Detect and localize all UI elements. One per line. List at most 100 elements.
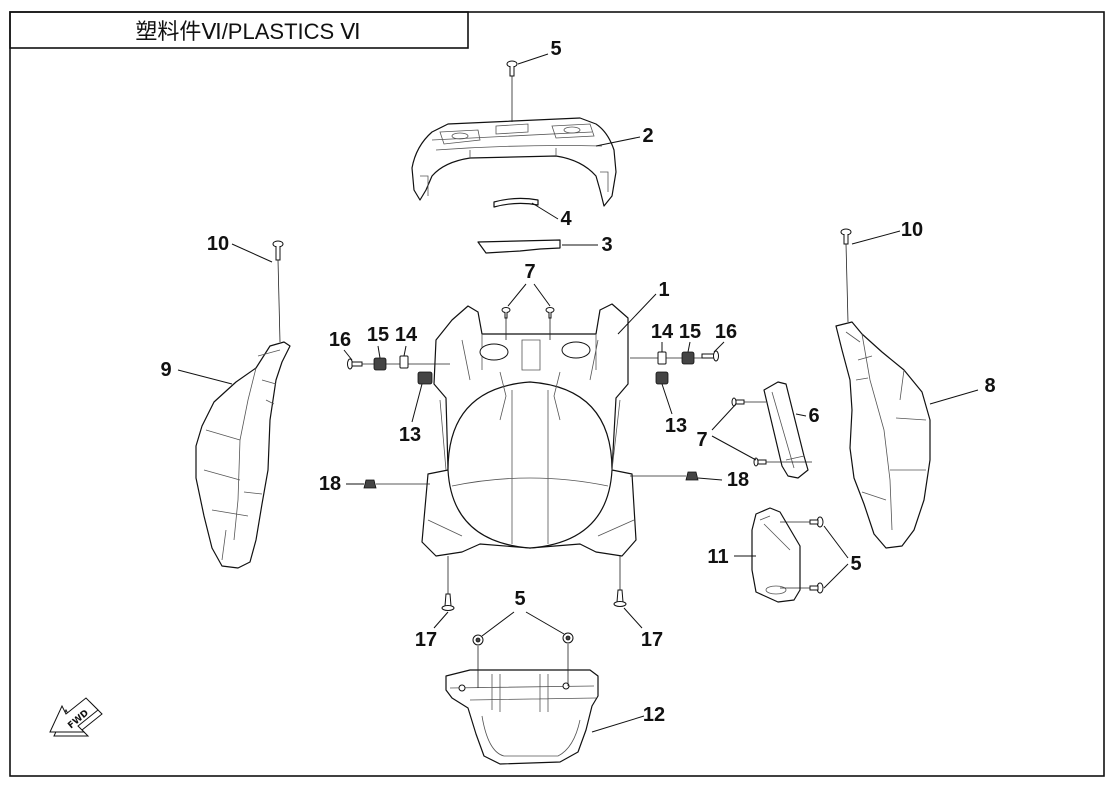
leader-line (591, 715, 645, 733)
callout-5-bottom: 5 (514, 588, 525, 610)
collar-14-right (657, 351, 667, 365)
forward-arrow-front-face (49, 697, 99, 733)
rivet-17-left-body (444, 593, 452, 607)
leader-line (617, 293, 657, 335)
callout-2: 2 (642, 125, 653, 147)
part-11-detail-lines (759, 515, 791, 551)
page-title: 塑料件Ⅵ/PLASTICS Ⅵ (135, 19, 360, 44)
callout-17-left: 17 (415, 629, 437, 651)
part-3-drawing (477, 239, 561, 254)
leader-line (661, 383, 673, 415)
bushing-15-left (373, 357, 387, 371)
callout-1: 1 (658, 279, 669, 301)
leader-line (697, 477, 723, 481)
screw-5-right-upper-shank (809, 519, 819, 525)
leader-line (343, 349, 353, 361)
part-12-detail-lines (449, 674, 597, 757)
leader-line (851, 230, 901, 245)
leader-line (823, 525, 849, 559)
grommet-13-right (655, 371, 669, 385)
callout-3: 3 (601, 234, 612, 256)
part-9-drawing (195, 341, 291, 569)
part-2-drawing (411, 117, 617, 207)
leader-line (795, 413, 807, 417)
callout-4: 4 (560, 208, 572, 230)
mounting-axis-lines (277, 76, 849, 688)
part-11-slot (765, 585, 787, 595)
leader-line (525, 611, 565, 635)
leader-line (517, 53, 549, 65)
callout-15-left: 15 (367, 324, 389, 346)
leader-line (507, 283, 527, 307)
bolt-16-right-shank (701, 353, 715, 359)
part-12-hole-left (458, 684, 466, 692)
leader-line (177, 369, 233, 385)
callout-10-left: 10 (207, 233, 229, 255)
callout-9: 9 (160, 359, 171, 381)
callout-8: 8 (984, 375, 995, 397)
bushing-15-right (681, 351, 695, 365)
leader-line (377, 345, 381, 359)
screw-5-right-lower-shank (809, 585, 819, 591)
part-2-recess-right (563, 126, 581, 134)
part-8-drawing (835, 321, 931, 549)
bolt-16-right-head (713, 350, 719, 362)
drawing-border (9, 11, 1105, 777)
part-2-recess-left (451, 132, 469, 140)
part-11-drawing (751, 507, 801, 603)
part-8-detail-lines (845, 331, 927, 531)
callout-6: 6 (808, 405, 819, 427)
screw-7-center-right-shank (548, 312, 552, 319)
part-12-hole-right (562, 682, 570, 690)
leader-line (433, 611, 449, 629)
callout-13-right: 13 (665, 415, 687, 437)
callout-14-left: 14 (395, 324, 418, 346)
callout-13-left: 13 (399, 424, 421, 446)
leader-line (531, 202, 559, 220)
callout-11: 11 (707, 546, 728, 568)
leader-line (823, 563, 849, 589)
part-2-detail-lines (420, 123, 609, 196)
part-6-drawing (763, 381, 809, 479)
screw-7-center-left-shank (504, 312, 508, 319)
leader-line (711, 435, 757, 461)
part-1-socket-right (561, 341, 591, 359)
screw-7-right-lower-shank (757, 459, 767, 465)
screw-7-right-upper-shank (735, 399, 745, 405)
leader-line (231, 243, 273, 263)
clip-18-left (363, 479, 377, 489)
forward-arrow-icon: FWD (49, 697, 103, 737)
callout-10-right: 10 (901, 219, 923, 241)
bolt-16-left-shank (351, 361, 363, 367)
leader-line (595, 136, 641, 147)
leader-line (481, 611, 515, 637)
rivet-17-left-head (441, 605, 455, 611)
callout-16-left: 16 (329, 329, 351, 351)
screw-7-center-right-head (545, 307, 555, 313)
callout-7-right: 7 (696, 429, 707, 451)
part-4-drawing (493, 197, 539, 208)
grommet-13-left (417, 371, 433, 385)
callout-16-right: 16 (715, 321, 737, 343)
collar-14-left (399, 355, 409, 369)
leader-line (713, 341, 725, 353)
leader-line (533, 283, 551, 307)
leader-line (687, 341, 691, 353)
screw-7-center-left-head (501, 307, 511, 313)
callout-7-center: 7 (524, 261, 535, 283)
leader-line (411, 383, 423, 423)
part-1-barrel (447, 381, 613, 549)
leader-line (929, 389, 979, 405)
callout-5-top: 5 (550, 38, 561, 60)
clip-18-right (685, 471, 699, 481)
screw-5-bottom-left-center (475, 637, 481, 643)
callout-15-right: 15 (679, 321, 701, 343)
rivet-17-right-head (613, 601, 627, 607)
screw-10-right-shank (843, 234, 849, 245)
leader-line (623, 607, 643, 629)
leader-line (403, 345, 407, 357)
part-1-socket-left (479, 343, 509, 361)
leader-line (711, 403, 737, 431)
screw-5-top-shank (509, 66, 515, 77)
